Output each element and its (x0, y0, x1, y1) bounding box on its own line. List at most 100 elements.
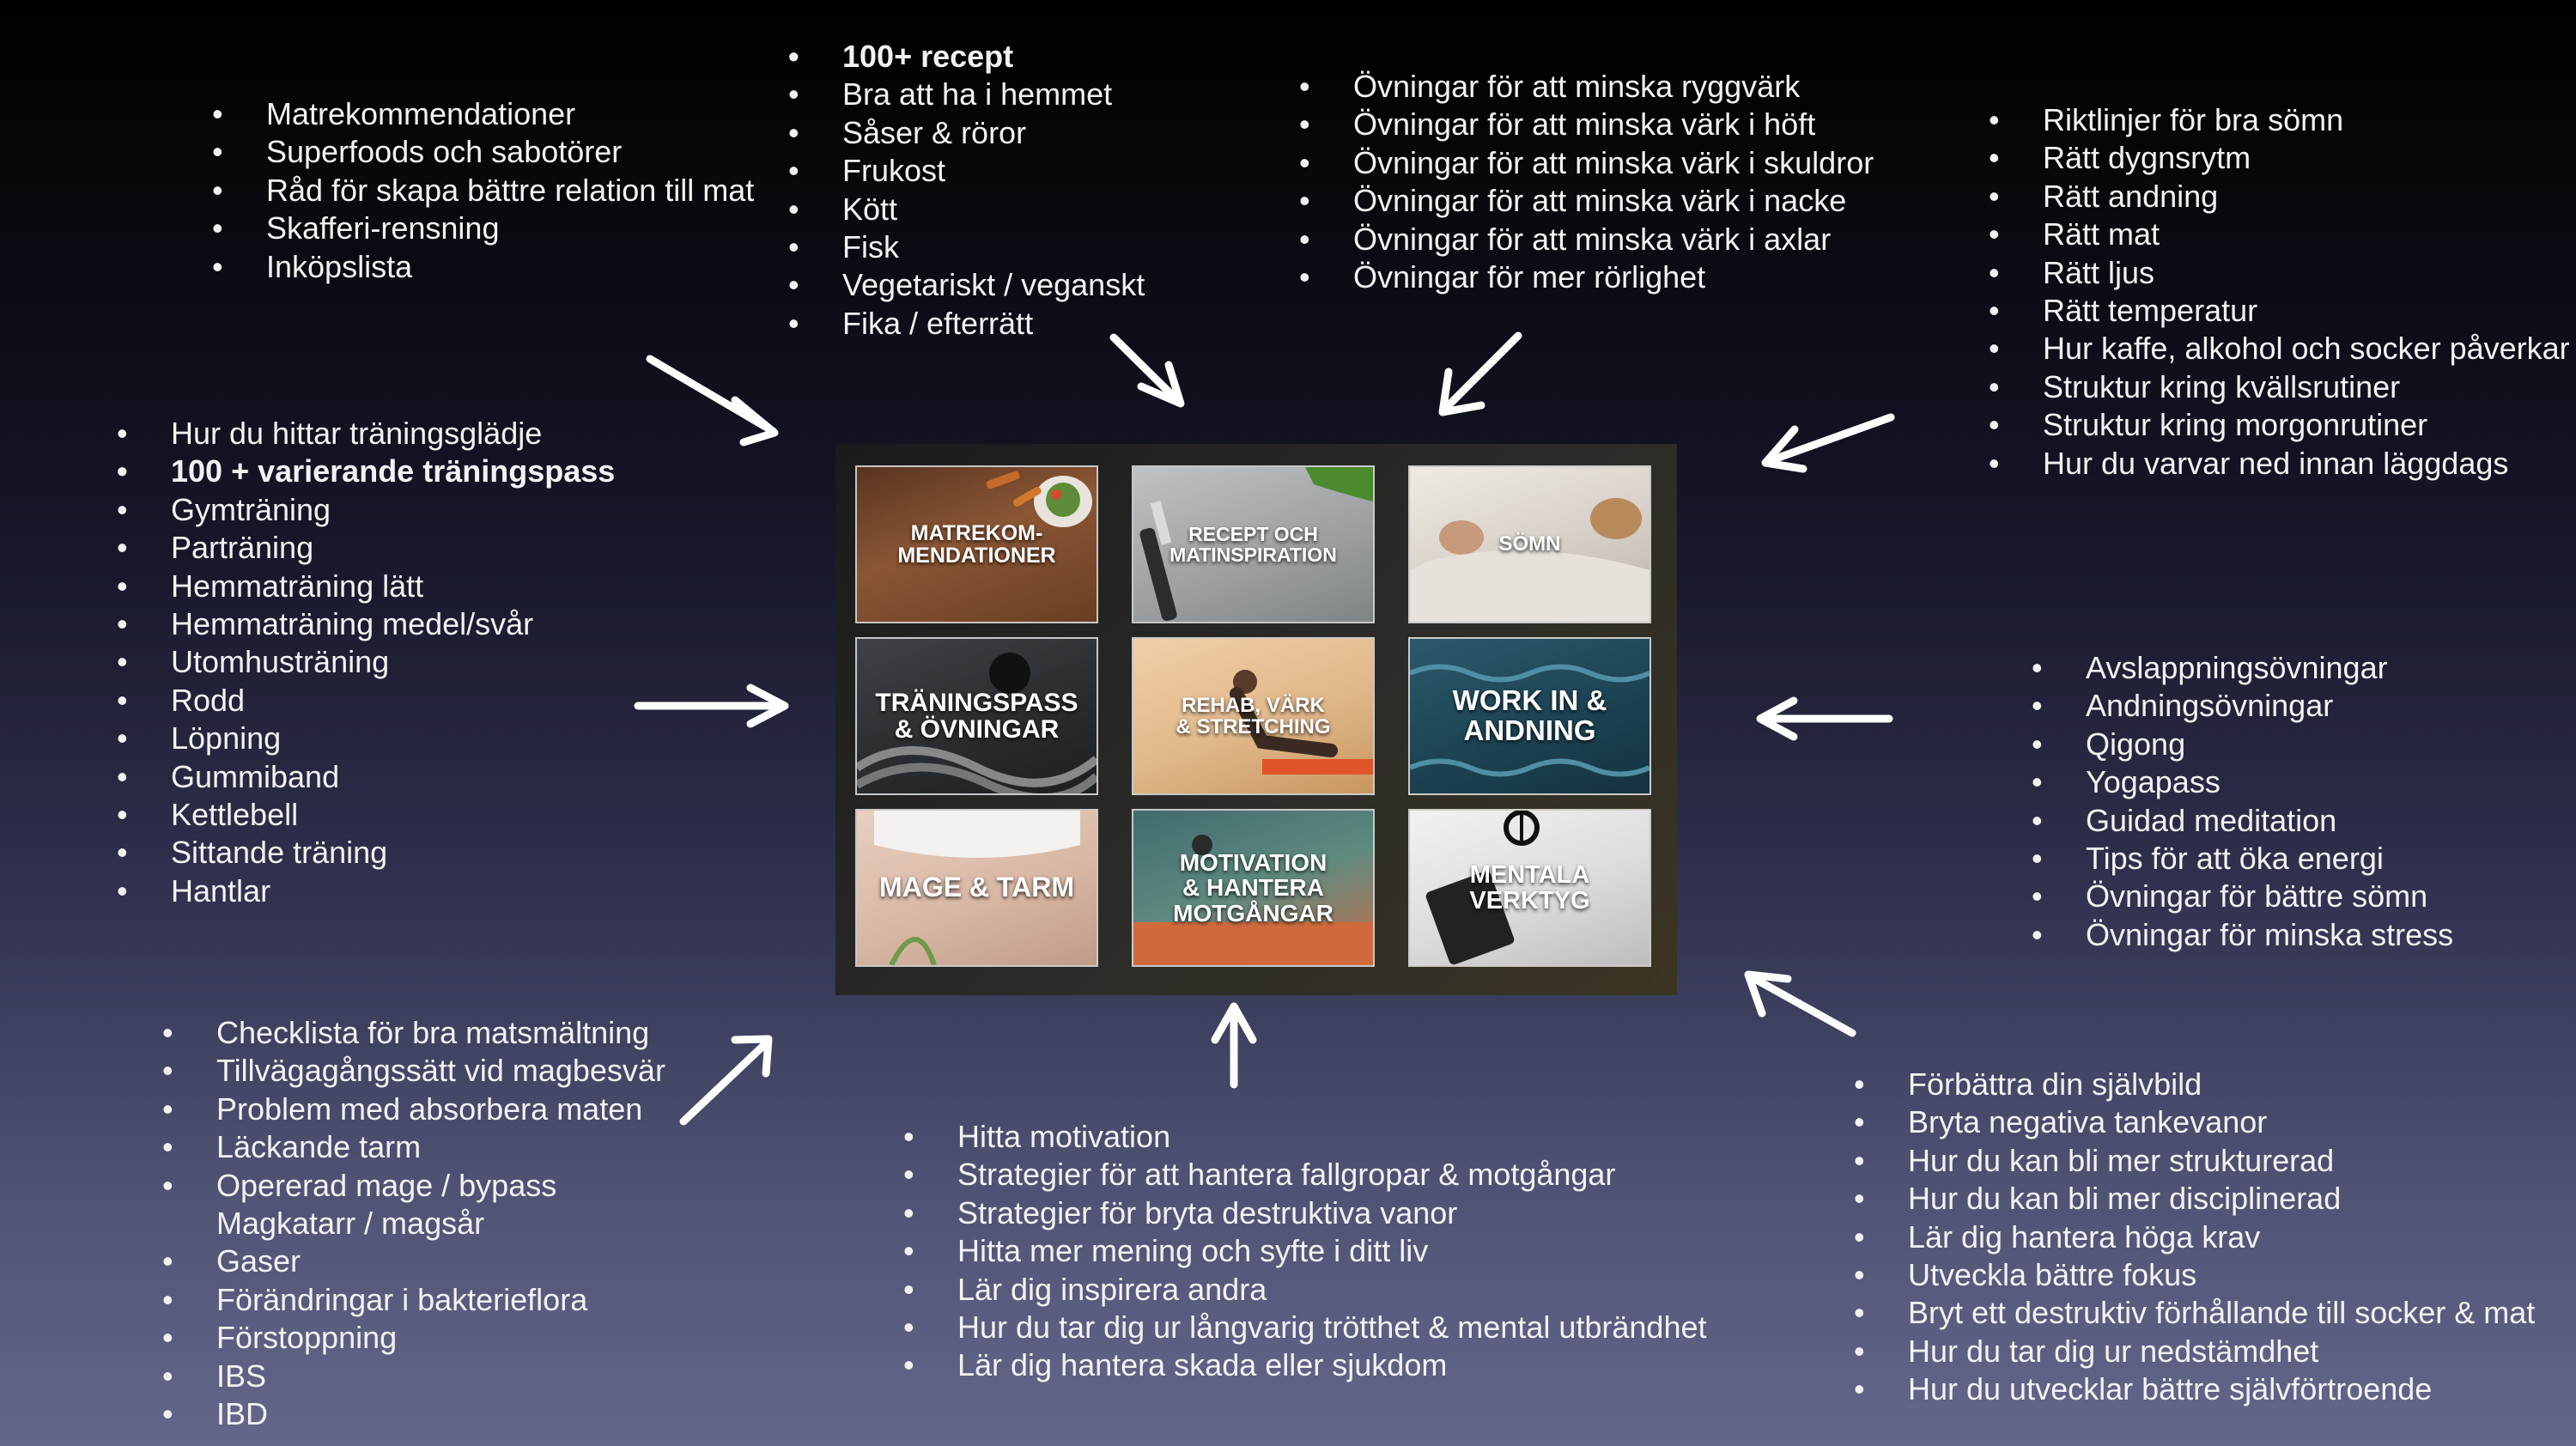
list-item: Inköpslista (212, 248, 754, 287)
list-item: Guidad meditation (2032, 802, 2453, 841)
kettlebell-icon (857, 653, 1097, 793)
tile-label: MOTIVATION & HANTERA MOTGÅNGAR (1173, 848, 1334, 927)
tile-traning[interactable]: TRÄNINGSPASS & ÖVNINGAR (855, 637, 1098, 795)
stomach-icon (874, 811, 1080, 965)
list-item: Hemmaträning medel/svår (117, 605, 615, 644)
sleeping-person-icon (1410, 498, 1649, 622)
list-item: Parträning (117, 529, 615, 568)
list-item: Opererad mage / bypass (162, 1167, 665, 1206)
tile-label: TRÄNINGSPASS & ÖVNINGAR (875, 688, 1078, 744)
tile-mage[interactable]: MAGE & TARM (855, 809, 1098, 967)
list-item: Frukost (788, 152, 1145, 191)
list-item: Rätt ljus (1989, 254, 2570, 293)
arrow-icon (1211, 1002, 1257, 1089)
list-recept: 100+ recept Bra att ha i hemmet Såser & … (788, 38, 1145, 343)
list-item: Bra att ha i hemmet (788, 76, 1145, 114)
list-item: Gummiband (117, 758, 615, 797)
tile-matrekommendationer[interactable]: MATREKOM- MENDATIONER (855, 465, 1098, 623)
notebook-icon (1425, 811, 1540, 965)
list-item: Hur kaffe, alkohol och socker påverkar (1989, 330, 2570, 368)
list-item: Qigong (2032, 726, 2453, 764)
list-item: Sittande träning (117, 834, 615, 872)
list-mentala: Förbättra din självbild Bryta negativa t… (1854, 1066, 2535, 1409)
list-item: Hur du varvar ned innan läggdags (1989, 445, 2570, 483)
arrow-icon (1744, 970, 1856, 1037)
list-item: Kettlebell (117, 796, 615, 835)
list-motivation: Hitta motivation Strategier för att hant… (903, 1118, 1707, 1385)
list-item: Tillvägagångssätt vid magbesvär (162, 1052, 665, 1091)
list-item: Utveckla bättre fokus (1854, 1256, 2535, 1295)
tile-recept[interactable]: RECEPT OCH MATINSPIRATION (1132, 465, 1375, 623)
list-item: Hur du kan bli mer disciplinerad (1854, 1180, 2535, 1218)
tile-label: SÖMN (1498, 532, 1561, 556)
tile-andning[interactable]: WORK IN & ANDNING (1408, 637, 1651, 795)
list-item: Hitta mer mening och syfte i ditt liv (903, 1232, 1707, 1271)
list-item: Problem med absorbera maten (162, 1091, 665, 1129)
list-mage: Checklista för bra matsmältning Tillväga… (162, 1014, 665, 1434)
tile-somn[interactable]: SÖMN (1408, 465, 1651, 623)
arrow-icon (1109, 333, 1185, 408)
knife-icon (1139, 467, 1373, 622)
list-item: Checklista för bra matsmältning (162, 1014, 665, 1053)
arrow-icon (1438, 331, 1522, 416)
list-rehab: Övningar för att minska ryggvärk Övninga… (1299, 68, 1874, 297)
tile-label: MATREKOM- MENDATIONER (897, 520, 1056, 568)
list-item: Såser & röror (788, 114, 1145, 153)
list-item: Råd för skapa bättre relation till mat (212, 172, 754, 210)
list-item: Övningar för att minska värk i nacke (1299, 182, 1874, 221)
list-item: Lär dig inspirera andra (903, 1271, 1707, 1309)
list-item: Fisk (788, 228, 1145, 267)
list-item: Hantlar (117, 872, 615, 911)
list-item: Struktur kring morgonrutiner (1989, 406, 2570, 445)
list-item: IBD (162, 1395, 665, 1434)
tile-mentala[interactable]: MENTALA VERKTYG (1408, 809, 1651, 967)
list-item: Fika / efterrätt (788, 305, 1145, 343)
tile-motivation[interactable]: MOTIVATION & HANTERA MOTGÅNGAR (1132, 809, 1375, 967)
list-item: Strategier för att hantera fallgropar & … (903, 1156, 1707, 1194)
list-item: Matrekommendationer (212, 95, 754, 134)
list-item: Övningar för att minska ryggvärk (1299, 68, 1874, 106)
list-item: Förbättra din självbild (1854, 1066, 2535, 1104)
list-item: IBS (162, 1358, 665, 1396)
list-item: Förändringar i bakterieflora (162, 1281, 665, 1320)
list-item: Övningar för mer rörlighet (1299, 258, 1874, 297)
list-item: Riktlinjer för bra sömn (1989, 101, 2570, 140)
list-item: Rätt temperatur (1989, 292, 2570, 331)
list-item: Struktur kring kvällsrutiner (1989, 368, 2570, 407)
list-matrekommendationer: Matrekommendationer Superfoods och sabot… (212, 95, 754, 286)
arrow-icon (1761, 413, 1895, 473)
list-item: Bryt ett destruktiv förhållande till soc… (1854, 1294, 2535, 1333)
list-item: Övningar för att minska värk i skuldror (1299, 144, 1874, 183)
tile-label: WORK IN & ANDNING (1452, 684, 1607, 746)
list-item: Kött (788, 191, 1145, 229)
list-item: Magkatarr / magsår (216, 1206, 485, 1242)
arrow-icon (679, 1035, 773, 1126)
list-item: Skafferi-rensning (212, 210, 754, 248)
list-item: Hemmaträning lätt (117, 568, 615, 606)
list-item: Vegetariskt / veganskt (788, 266, 1145, 305)
tile-rehab[interactable]: REHAB, VÄRK & STRETCHING (1132, 637, 1375, 795)
arrow-icon (1756, 696, 1893, 741)
list-item: Andningsövningar (2032, 687, 2453, 726)
food-plate-icon (986, 471, 1092, 527)
tile-label: MAGE & TARM (879, 872, 1074, 903)
list-item: 100+ recept (788, 38, 1145, 76)
list-item: Hur du hittar träningsglädje (117, 415, 615, 453)
water-waves-icon (1410, 664, 1649, 777)
list-item: Strategier för bryta destruktiva vanor (903, 1194, 1707, 1233)
list-item: Lär dig hantera skada eller sjukdom (903, 1346, 1707, 1385)
list-item: Övningar för bättre sömn (2032, 878, 2453, 916)
list-item: 100 + varierande träningspass (117, 453, 615, 491)
list-item: Hur du tar dig ur långvarig trötthet & m… (903, 1309, 1707, 1347)
arrow-icon (634, 684, 789, 728)
tile-label: RECEPT OCH MATINSPIRATION (1170, 522, 1337, 566)
list-item: Yogapass (2032, 763, 2453, 802)
stretching-person-icon (1230, 670, 1373, 775)
list-item: Avslappningsövningar (2032, 649, 2453, 688)
list-item: Superfoods och sabotörer (212, 133, 754, 172)
list-item: Rätt dygnsrytm (1989, 139, 2570, 178)
list-item: Läckande tarm (162, 1128, 665, 1167)
list-item: Tips för att öka energi (2032, 840, 2453, 878)
list-item: Hur du utvecklar bättre självförtroende (1854, 1370, 2535, 1409)
